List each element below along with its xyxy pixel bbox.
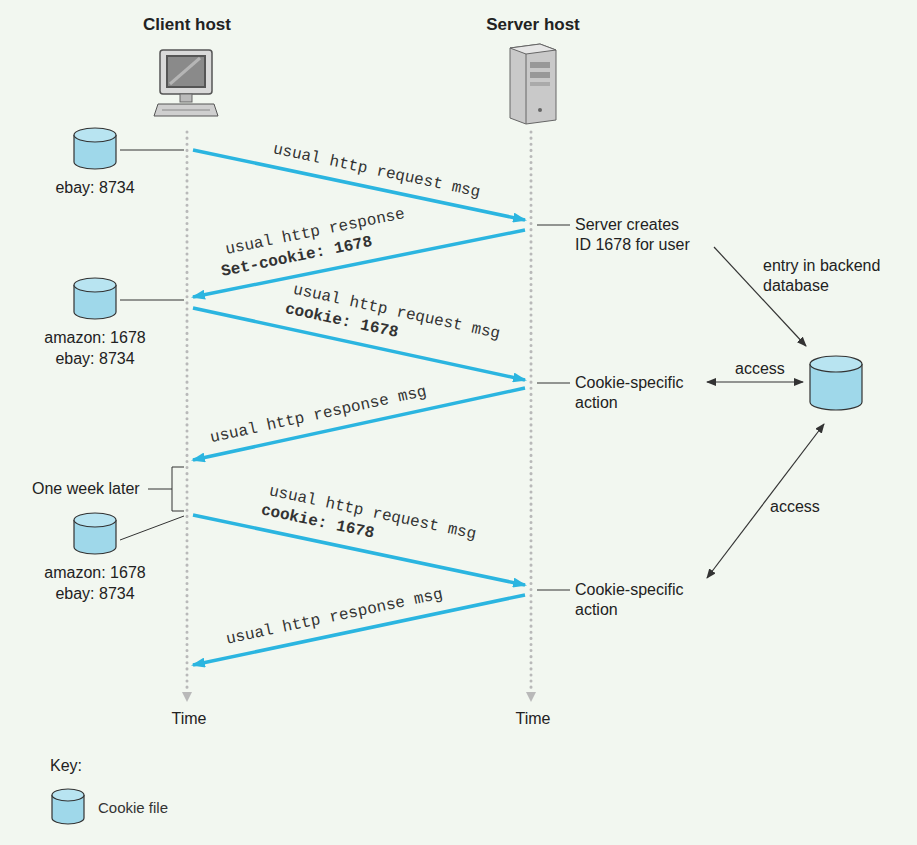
leader-line <box>120 150 570 590</box>
annotation: access <box>770 497 820 517</box>
annotation: Cookie-specific action <box>575 580 700 620</box>
time-arrowhead <box>182 692 192 702</box>
legend-text: Cookie file <box>98 799 168 816</box>
host-heading: Server host <box>486 15 580 35</box>
annotation: Cookie-specific action <box>575 373 700 413</box>
cookie-entry: amazon: 1678 <box>44 327 145 348</box>
annotation: One week later <box>32 479 140 499</box>
annotation: Server creates ID 1678 for user <box>575 215 694 255</box>
bracket <box>148 467 184 511</box>
cookie-file-cylinder <box>72 277 118 321</box>
cookie-file: ebay: 8734 <box>55 127 134 198</box>
legend-swatch <box>50 788 86 826</box>
annotation: Time <box>516 709 551 729</box>
cookie-entry: amazon: 1678 <box>44 562 145 583</box>
database-cylinder <box>810 356 862 410</box>
annotation: entry in backend database <box>763 256 893 296</box>
legend: Cookie file <box>50 788 168 826</box>
database-arrow <box>707 247 824 578</box>
cookie-file: amazon: 1678ebay: 8734 <box>44 512 145 604</box>
cookie-entry: ebay: 8734 <box>44 583 145 604</box>
cookie-file-cylinder <box>72 512 118 556</box>
lifeline <box>187 132 531 690</box>
message-label: usual http request msg <box>272 139 483 202</box>
computer-icon <box>154 50 218 116</box>
host-heading: Client host <box>143 15 231 35</box>
annotation: Time <box>172 709 207 729</box>
cookie-file: amazon: 1678ebay: 8734 <box>44 277 145 369</box>
annotation: access <box>735 359 785 379</box>
server-icon <box>510 44 556 124</box>
cookie-file-cylinder <box>72 127 118 171</box>
time-arrowhead <box>526 692 536 702</box>
cookie-entry: ebay: 8734 <box>44 348 145 369</box>
cookie-entry: ebay: 8734 <box>55 177 134 198</box>
message-arrow <box>193 150 525 665</box>
annotation: Key: <box>50 756 82 776</box>
